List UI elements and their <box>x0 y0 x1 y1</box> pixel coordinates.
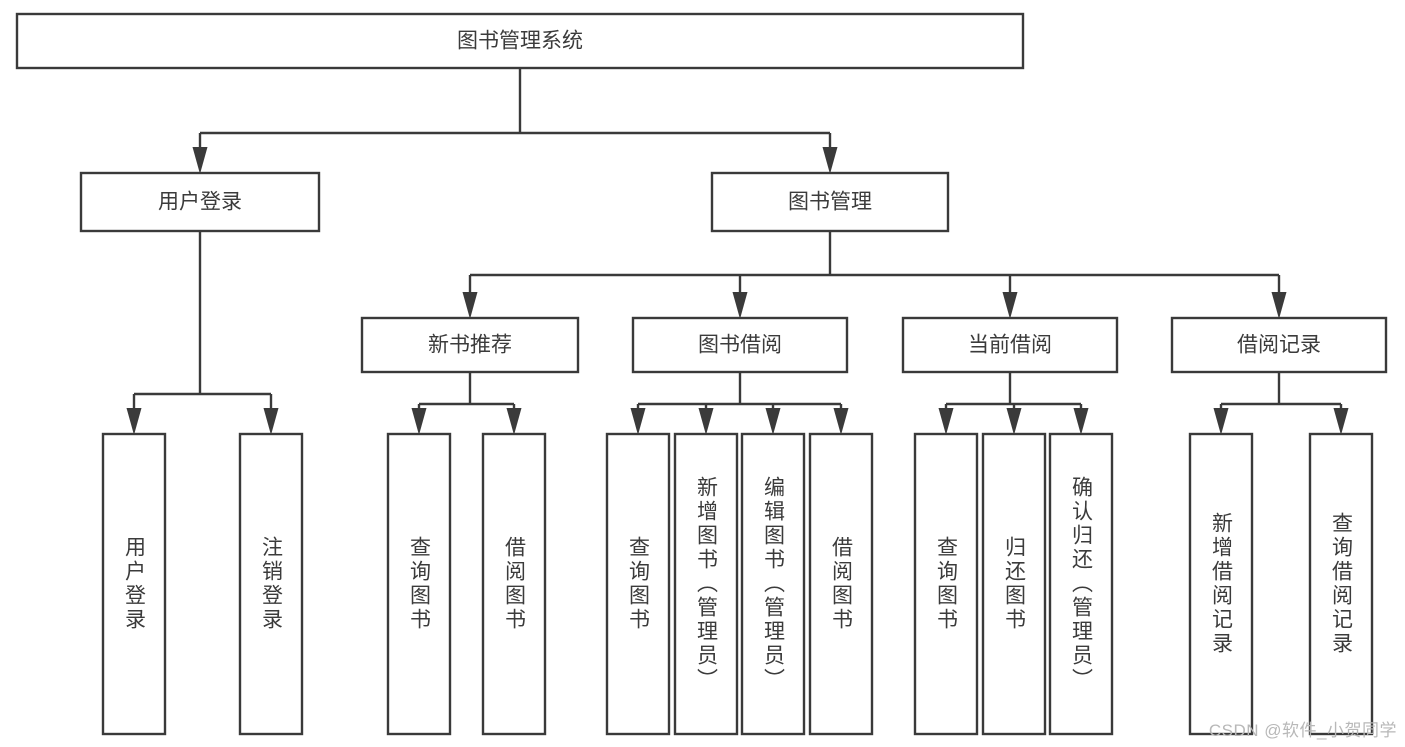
arrowhead-icon <box>1271 292 1287 319</box>
node-box-l4-query-book-3[interactable] <box>913 432 979 736</box>
arrowhead-icon <box>1073 408 1089 435</box>
node-label-user-login: 用户登录 <box>158 191 242 214</box>
node-box-book-borrow[interactable] <box>631 316 849 374</box>
node-box-l4-borrow-book-1[interactable] <box>481 432 547 736</box>
node-box-l4-return-book[interactable] <box>981 432 1047 736</box>
arrowhead-icon <box>938 408 954 435</box>
node-box-l4-query-record[interactable] <box>1308 432 1374 736</box>
arrowhead-icon <box>192 147 208 174</box>
node-box-l4-add-book[interactable] <box>673 432 739 736</box>
node-box-l4-edit-book[interactable] <box>740 432 806 736</box>
node-box-current-borrow[interactable] <box>901 316 1119 374</box>
node-box-l4-query-book-1[interactable] <box>386 432 452 736</box>
node-label-book-borrow: 图书借阅 <box>698 334 782 357</box>
node-box-book-management[interactable] <box>710 171 950 233</box>
arrowhead-icon <box>1006 408 1022 435</box>
arrowhead-icon <box>822 147 838 174</box>
node-box-layer <box>15 12 1388 736</box>
node-box-l4-borrow-book-2[interactable] <box>808 432 874 736</box>
node-box-l4-confirm-return[interactable] <box>1048 432 1114 736</box>
node-label-root: 图书管理系统 <box>457 30 583 53</box>
arrowhead-icon <box>698 408 714 435</box>
arrowhead-icon <box>126 408 142 435</box>
arrowhead-icon <box>1333 408 1349 435</box>
node-box-root[interactable] <box>15 12 1025 70</box>
watermark-text: CSDN @软件_小贺同学 <box>1208 721 1397 740</box>
node-box-borrow-record[interactable] <box>1170 316 1388 374</box>
arrowhead-icon <box>833 408 849 435</box>
node-box-new-book-recommend[interactable] <box>360 316 580 374</box>
arrowhead-icon <box>1213 408 1229 435</box>
node-box-user-login[interactable] <box>79 171 321 233</box>
node-label-new-book-recommend: 新书推荐 <box>428 334 512 357</box>
node-box-logout-leaf[interactable] <box>238 432 304 736</box>
arrowhead-icon <box>462 292 478 319</box>
node-box-l4-query-book-2[interactable] <box>605 432 671 736</box>
arrowhead-icon <box>732 292 748 319</box>
arrowhead-icon <box>506 408 522 435</box>
arrowhead-icon <box>1002 292 1018 319</box>
arrowhead-icon <box>630 408 646 435</box>
node-label-book-management: 图书管理 <box>788 191 872 214</box>
node-box-l4-add-record[interactable] <box>1188 432 1254 736</box>
arrowhead-icon <box>765 408 781 435</box>
node-label-current-borrow: 当前借阅 <box>968 334 1052 357</box>
arrowhead-icon <box>263 408 279 435</box>
arrowhead-icon <box>411 408 427 435</box>
edge-layer <box>126 68 1349 435</box>
node-box-user-login-leaf[interactable] <box>101 432 167 736</box>
node-label-borrow-record: 借阅记录 <box>1237 334 1321 357</box>
